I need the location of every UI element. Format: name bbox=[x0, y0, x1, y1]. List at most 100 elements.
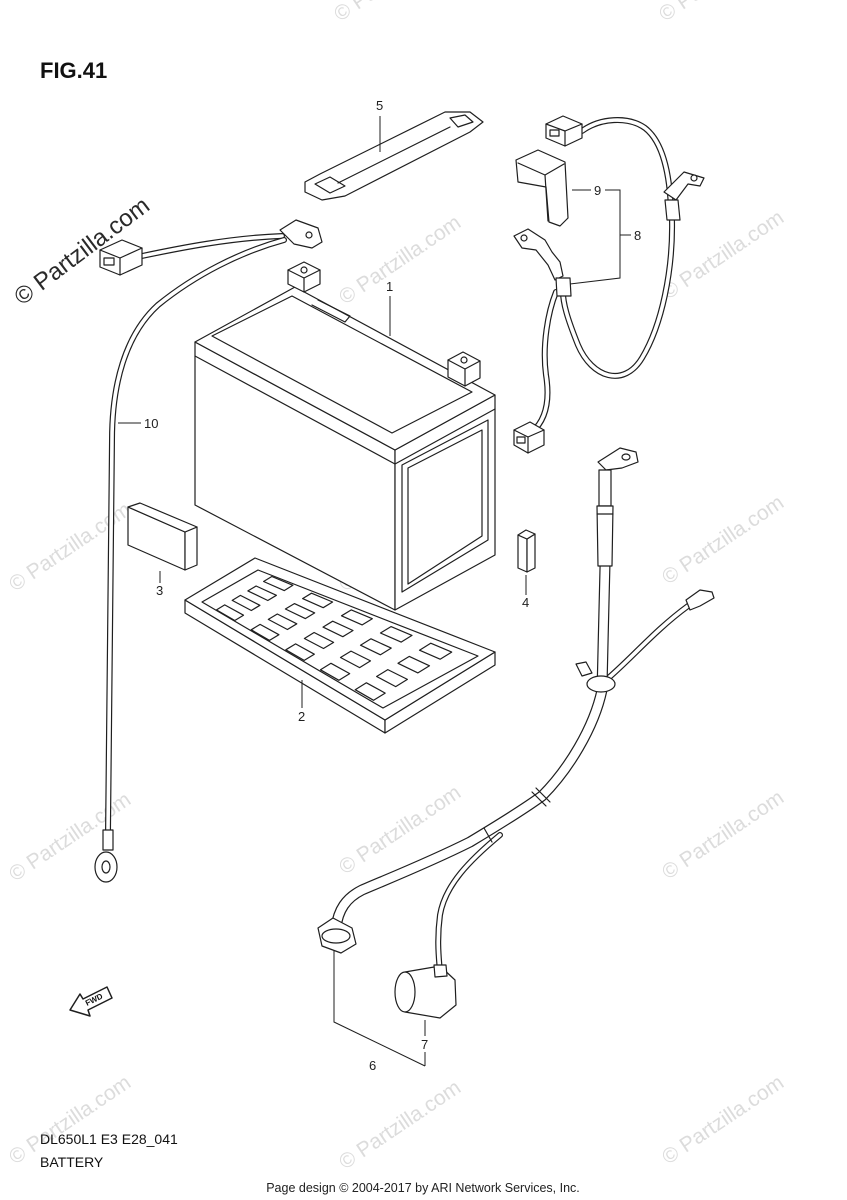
tray-slot bbox=[263, 575, 294, 592]
cable-band bbox=[483, 827, 493, 843]
negative-terminal bbox=[287, 261, 321, 293]
connector-8-bottom bbox=[513, 421, 545, 454]
wire-sleeve bbox=[664, 199, 681, 221]
battery-top-face bbox=[194, 286, 496, 451]
battery-lid-inner bbox=[211, 295, 473, 434]
callout-6: 6 bbox=[369, 1058, 376, 1073]
tray-slot bbox=[215, 604, 245, 622]
battery-lid-groove bbox=[311, 299, 351, 323]
wire-core bbox=[580, 118, 673, 214]
connector-slot bbox=[103, 257, 115, 266]
strap-body bbox=[304, 111, 484, 201]
battery-pad-large bbox=[127, 502, 198, 571]
callout-5: 5 bbox=[376, 98, 383, 113]
terminal-bolt bbox=[300, 266, 308, 274]
ring-lug-hole bbox=[621, 453, 631, 461]
lead-wire-8 bbox=[513, 115, 705, 454]
watermark: © Partzilla.com bbox=[330, 0, 460, 26]
tray-slot bbox=[359, 638, 392, 656]
crimp-barrel bbox=[598, 469, 612, 507]
wire-sleeve bbox=[102, 829, 114, 851]
watermark: © Partzilla.com bbox=[658, 786, 788, 884]
tray-slot bbox=[319, 662, 351, 681]
callout-9: 9 bbox=[594, 183, 601, 198]
wire-core bbox=[561, 218, 674, 378]
callout-4: 4 bbox=[522, 595, 529, 610]
callouts: 1 2 3 4 5 6 7 9 8 10 bbox=[118, 98, 641, 1073]
watermark: © Partzilla.com bbox=[658, 491, 788, 589]
pad-side bbox=[184, 526, 198, 571]
pad-top bbox=[127, 502, 198, 533]
strap-loop-right bbox=[449, 114, 474, 128]
tray-inner-rim bbox=[201, 569, 479, 709]
terminal-body bbox=[287, 261, 321, 293]
lead-wire-10 bbox=[94, 219, 323, 883]
cap-face bbox=[394, 971, 416, 1013]
cable-sleeve bbox=[596, 505, 614, 567]
wire-core bbox=[604, 604, 690, 682]
connector-slot bbox=[516, 436, 526, 444]
cover-edge bbox=[544, 174, 549, 222]
tray-slot bbox=[376, 668, 408, 688]
tray-slot bbox=[322, 620, 354, 638]
tray-slot bbox=[354, 682, 386, 701]
callout-8: 8 bbox=[634, 228, 641, 243]
connector-slot bbox=[549, 129, 560, 137]
clamp-stud bbox=[575, 661, 593, 677]
battery-tray bbox=[184, 557, 496, 734]
tray-slots bbox=[215, 575, 453, 701]
lug-hole bbox=[690, 174, 698, 182]
terminal-boot-opening bbox=[321, 928, 351, 944]
battery-label-sticker-inner bbox=[407, 429, 483, 585]
callout-leader bbox=[333, 950, 426, 1067]
callout-10: 10 bbox=[144, 416, 158, 431]
page-footer: Page design © 2004-2017 by ARI Network S… bbox=[266, 1181, 580, 1195]
tray-slot bbox=[339, 650, 372, 669]
figure-name: BATTERY bbox=[40, 1154, 104, 1170]
wire-outline bbox=[579, 117, 674, 215]
strap-edge bbox=[337, 126, 451, 184]
fwd-arrow-icon bbox=[69, 986, 113, 1017]
callout-7: 7 bbox=[421, 1037, 428, 1052]
lug-bracket bbox=[513, 228, 564, 281]
positive-terminal bbox=[447, 351, 481, 387]
fwd-arrow: FWD bbox=[69, 986, 113, 1017]
watermark: © Partzilla.com bbox=[658, 1071, 788, 1169]
wire-sleeve bbox=[555, 277, 572, 297]
lead-wire-6 bbox=[317, 447, 715, 978]
terminal-cap-7 bbox=[394, 964, 457, 1019]
pad-top bbox=[517, 529, 536, 540]
watermark: © Partzilla.com bbox=[5, 498, 135, 596]
battery bbox=[194, 261, 496, 611]
cap-collar bbox=[433, 964, 448, 978]
lug-terminal bbox=[279, 219, 323, 249]
figure-code: DL650L1 E3 E28_041 bbox=[40, 1131, 178, 1147]
callout-2: 2 bbox=[298, 709, 305, 724]
battery-pad-small bbox=[517, 529, 536, 573]
battery-label-sticker bbox=[401, 419, 489, 593]
tray-slot bbox=[250, 623, 280, 642]
tray-slot bbox=[247, 585, 277, 602]
battery-lid-lip bbox=[194, 355, 496, 465]
watermark: © Partzilla.com bbox=[658, 206, 788, 304]
wire-core bbox=[106, 238, 286, 834]
tray-slot bbox=[303, 631, 335, 650]
tray-slot bbox=[284, 602, 316, 620]
wire-core bbox=[140, 234, 284, 258]
tray-slot bbox=[418, 642, 453, 660]
figure-title: FIG.41 bbox=[40, 58, 107, 83]
callout-3: 3 bbox=[156, 583, 163, 598]
battery-strap bbox=[304, 111, 484, 201]
cable-core bbox=[331, 560, 610, 933]
tray-slot bbox=[285, 643, 315, 662]
watermark: © Partzilla.com bbox=[335, 211, 465, 309]
callout-1: 1 bbox=[386, 279, 393, 294]
wire-outline bbox=[559, 217, 676, 379]
wire-core bbox=[530, 290, 558, 434]
ring-terminal-hole bbox=[101, 860, 111, 874]
strap-loop-left bbox=[314, 176, 346, 194]
ring-lug bbox=[597, 447, 639, 471]
branch-connector-pin bbox=[685, 589, 715, 611]
tray-slot bbox=[267, 613, 298, 631]
